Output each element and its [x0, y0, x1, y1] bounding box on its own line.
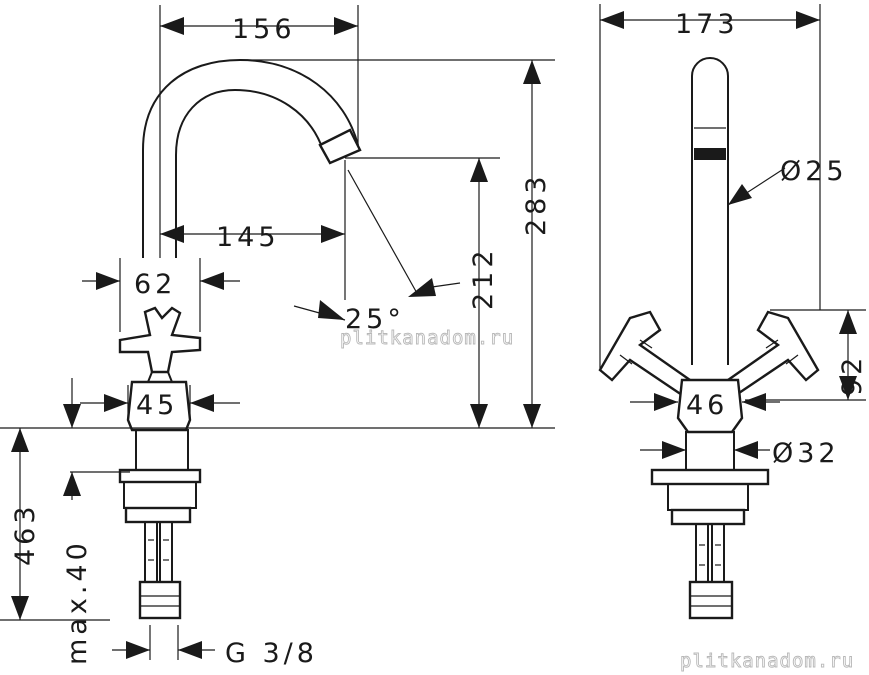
- spout-nozzle: [318, 128, 362, 165]
- dim-463: 463: [10, 502, 41, 566]
- side-handle-right: [726, 310, 820, 397]
- dim-g38: G 3/8: [225, 638, 318, 669]
- side-view: [598, 4, 866, 620]
- side-handle-left: [598, 310, 692, 397]
- body-neck: [135, 429, 189, 471]
- side-spout: [691, 57, 729, 365]
- dim-d25: Ø25: [780, 156, 848, 187]
- side-nut: [670, 508, 746, 526]
- dim-212: 212: [468, 246, 499, 310]
- dim-92: 92: [837, 354, 868, 396]
- dim-173: 173: [675, 9, 739, 40]
- watermark-center: plitkanadom.ru: [340, 327, 514, 349]
- dim-angle: 25°: [345, 304, 405, 335]
- handle-stem: [146, 371, 174, 383]
- dim-45: 45: [136, 390, 178, 421]
- side-flange: [650, 468, 770, 486]
- cross-handle: [118, 306, 202, 374]
- flange-lower: [123, 481, 197, 509]
- deck-flange: [118, 468, 202, 484]
- spout-outer: [142, 58, 359, 258]
- hose-fitting: [138, 580, 182, 620]
- dim-156: 156: [232, 14, 296, 45]
- dim-d32: Ø32: [772, 438, 840, 469]
- hose-left: [144, 521, 158, 583]
- dim-46: 46: [686, 390, 728, 421]
- side-fitting: [688, 580, 734, 620]
- watermark-corner: plitkanadom.ru: [680, 650, 854, 672]
- lock-nut: [124, 506, 192, 524]
- dim-max40: max.40: [62, 539, 93, 665]
- spout-inner: [175, 88, 324, 258]
- dim-283: 283: [521, 172, 552, 236]
- dim-62: 62: [134, 269, 176, 300]
- front-view: [0, 5, 555, 660]
- dimension-labels: 156 145 62 45 25° 212 283 463 max.40 G 3…: [10, 9, 868, 669]
- side-aerator: [694, 148, 726, 160]
- dim-145: 145: [216, 222, 280, 253]
- angle-line: [347, 169, 419, 296]
- hose-right: [159, 521, 173, 583]
